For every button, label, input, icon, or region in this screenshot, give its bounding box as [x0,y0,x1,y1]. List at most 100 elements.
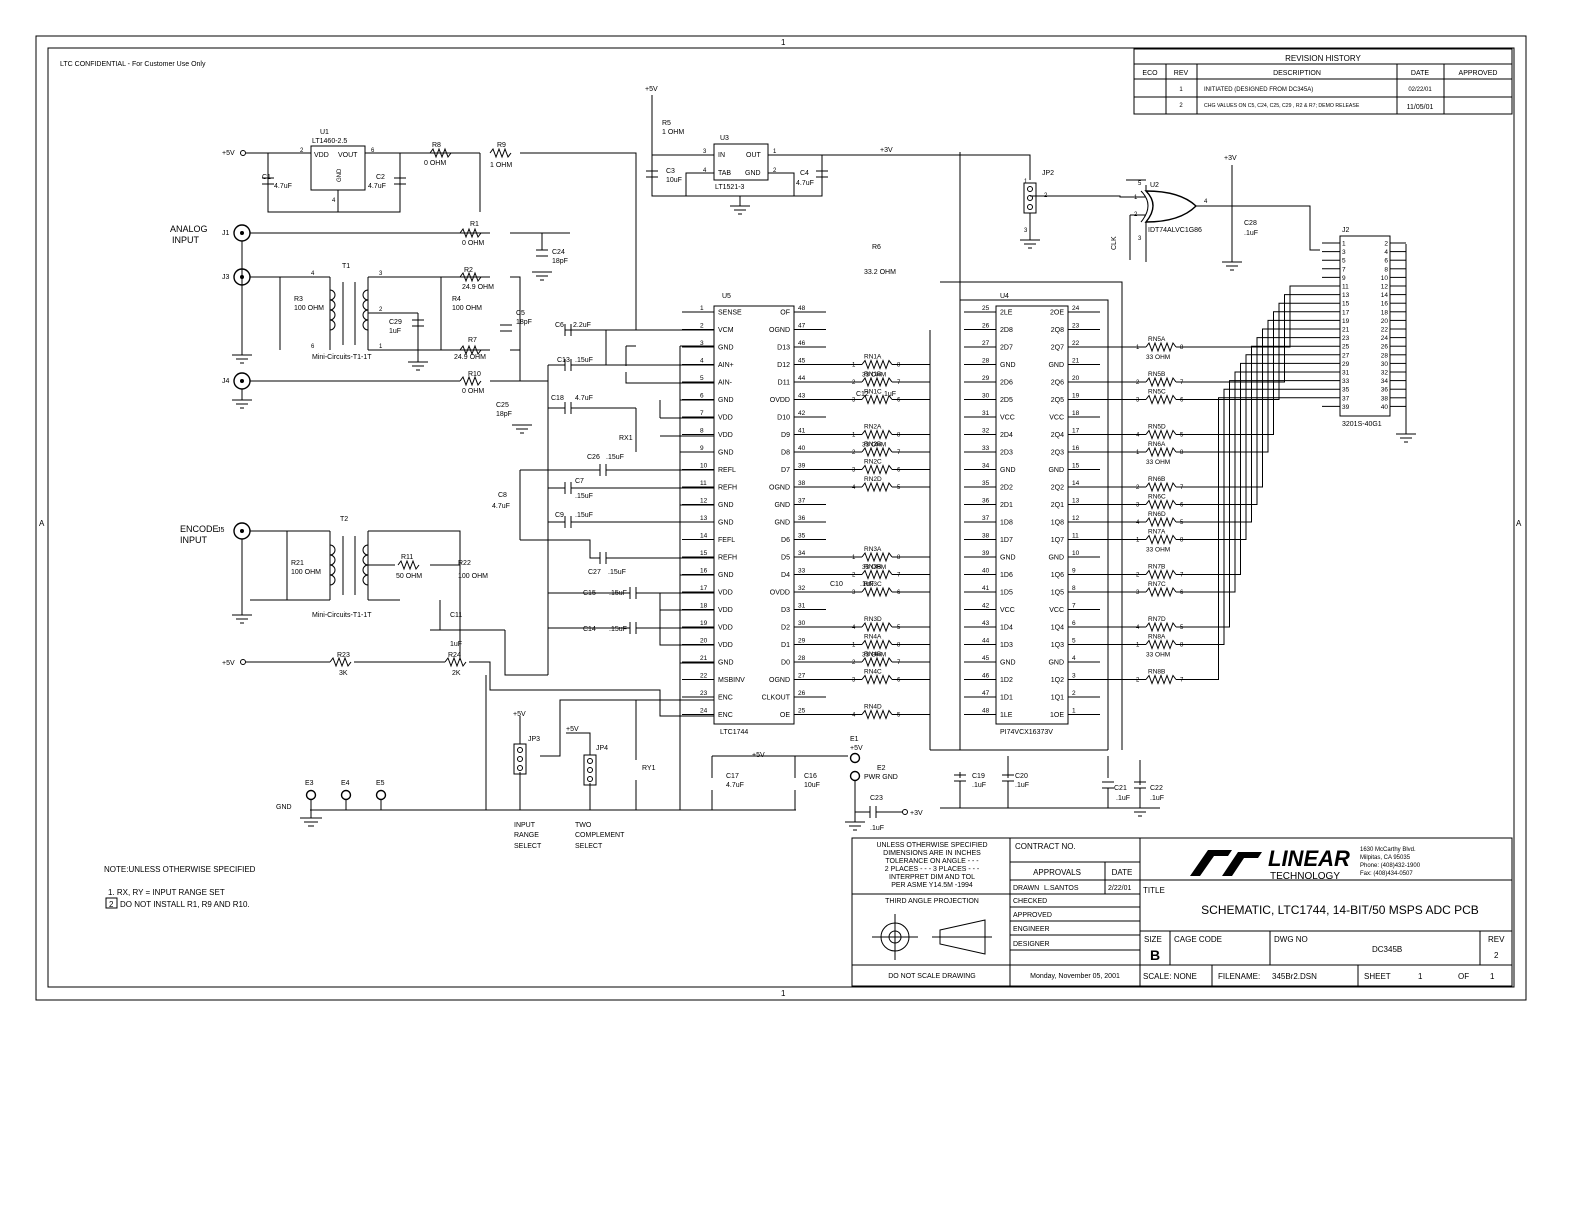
rn-ref: RN6B [1148,476,1165,483]
u1-part: LT1460-2.5 [312,138,347,145]
u5-pin-number: 24 [700,708,708,715]
u5-pin-number: 39 [798,463,806,470]
jp3-label-1: INPUT [514,822,536,829]
rn-resistor [861,446,893,458]
testpoint-e3[interactable] [305,789,317,801]
rev-hdr-approved: APPROVED [1459,70,1498,77]
r21-value: 100 OHM [291,569,321,576]
rn-ref: RN6A [1148,441,1166,448]
jp3-jumper[interactable]: JP3 +5V [513,711,540,775]
testpoint-e4[interactable] [340,789,352,801]
c29-ref: C29 [389,319,402,326]
rn-value: 33 OHM [862,372,886,379]
c14-value: .15uF [609,626,627,633]
rn-value: 33 OHM [1146,652,1170,659]
c12-value: .1uF [882,391,896,398]
t1-pin3: 3 [379,271,383,277]
j2-pin-number: 40 [1381,404,1389,411]
u4-pin-name: 2D7 [1000,345,1013,352]
rn-ref: RN3A [864,546,882,553]
rn-pin-b: 6 [897,678,901,684]
rn-pin-b: 8 [897,555,901,561]
u5-pin-name: D7 [781,467,790,474]
u5-pin-number: 23 [700,690,708,697]
jp4-jumper[interactable]: JP4 +5V [566,726,608,786]
u5-pin-number: 44 [798,375,806,382]
r6-value: 33.2 OHM [864,269,896,276]
j2-pin-number: 21 [1342,327,1350,334]
t1-pin6: 6 [311,344,315,350]
cage-code-label: CAGE CODE [1174,935,1222,944]
rn-pin-a: 1 [1136,643,1140,649]
coax-j5[interactable] [233,522,251,540]
u4-pin-name: 1D7 [1000,537,1013,544]
rn-pin-b: 8 [897,363,901,369]
j2-pin-number: 1 [1342,241,1346,248]
u4-pin-number: 20 [1072,375,1080,382]
rn-pin-a: 1 [852,643,856,649]
u5-pin-name: D10 [777,415,790,422]
rn-pin-a: 3 [852,468,856,474]
bus-wire [1176,311,1322,435]
notes-title: NOTE:UNLESS OTHERWISE SPECIFIED [104,865,256,874]
rn-pin-b: 8 [1180,345,1184,351]
rn-resistor [1145,376,1177,388]
j2-pin-number: 28 [1381,352,1389,359]
rn-value: 33 OHM [862,652,886,659]
rn-pin-a: 2 [1136,485,1140,491]
rn-pin-b: 8 [1180,450,1184,456]
jp3-5v-label: +5V [513,711,526,718]
u5-pin-number: 8 [700,428,704,435]
e1-ref: E1 [850,736,859,743]
u5-pin-name: GND [718,397,734,404]
u5-pin-name: GND [774,520,790,527]
u5-pin-number: 42 [798,410,806,417]
u4-pin-number: 1 [1072,708,1076,715]
u2-pin1: 1 [1134,195,1138,201]
u5-pin-number: 18 [700,603,708,610]
u5-pin-name: SENSE [718,310,742,317]
rn-pin-b: 7 [1180,380,1184,386]
c23-value: .1uF [870,825,884,832]
rn-pin-b: 5 [897,485,901,491]
c2-ref: C2 [376,174,385,181]
coax-j4[interactable] [233,372,251,390]
rev-value: 2 [1494,951,1499,960]
u4-pin-number: 2 [1072,690,1076,697]
rn-resistor [861,429,893,440]
testpoint-e2[interactable] [849,770,861,782]
u4-pin-name: 1Q5 [1051,590,1064,597]
jp2-jumper[interactable]: JP2 1 2 3 [1023,170,1054,234]
c11-value: 1uF [450,641,462,648]
rn-value: 33 OHM [862,564,886,571]
c12-ref: C12 [856,391,869,398]
j2-pin-number: 19 [1342,318,1350,325]
rn-pin-b: 8 [1180,643,1184,649]
u5-pin-number: 11 [700,480,707,487]
rn-resistor [1145,534,1177,545]
r11-value: 50 OHM [396,573,422,580]
rev-hdr-date: DATE [1411,70,1429,77]
u4-pin-number: 31 [982,410,990,417]
u5-pin-name: D2 [781,625,790,632]
encode-input-label-2: INPUT [180,535,208,545]
e1-value: +5V [850,745,863,752]
coax-j1[interactable] [233,224,251,242]
of-value: 1 [1490,972,1495,981]
u5-pin-number: 19 [700,620,708,627]
title-label: TITLE [1143,886,1165,895]
testpoint-e1[interactable] [849,752,861,764]
e5-ref: E5 [376,780,385,787]
u3-ldo: U3 IN OUT TAB GND LT1521-3 3 1 4 2 +5V +… [645,86,893,191]
rn-ref: RN7B [1148,564,1165,571]
c2-value: 4.7uF [368,183,386,190]
u3-vin-label: +5V [645,86,658,93]
jp3-label: INPUT RANGE SELECT [514,822,542,850]
t1-part: Mini-Circuits-T1-1T [312,354,372,361]
testpoint-e5[interactable] [375,789,387,801]
rev-hdr-eco: ECO [1142,70,1158,77]
u5-pin-number: 37 [798,498,806,505]
jp2-pin1: 1 [1024,179,1028,185]
u5-pin-number: 43 [798,393,806,400]
u4-pin-number: 42 [982,603,990,610]
